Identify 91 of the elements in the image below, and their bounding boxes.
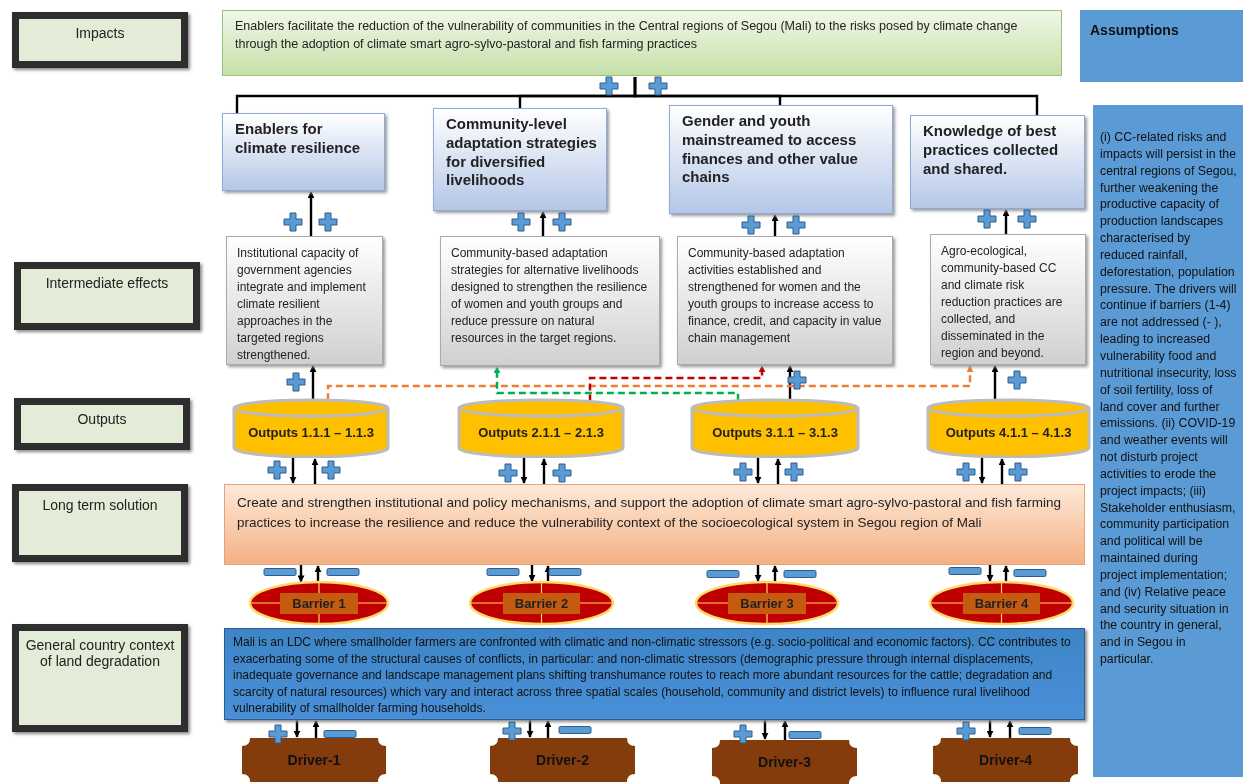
barrier-ellipse: [248, 580, 390, 626]
arrow: [986, 720, 994, 738]
node-text: Agro-ecological, community-based CC and climate risk reduction practices are collected, and disseminated in the region and beyond.: [941, 243, 1064, 363]
assumptions-header: [1080, 10, 1243, 82]
node-text: Community-based adaptation strategies for alternative livelihoods designed to strengthen the resilience of women and youth groups and reduce pressure on natural resources in the target regions.: [451, 245, 649, 348]
node-text: Outputs 3.1.1 – 3.1.3: [712, 424, 838, 440]
arrow: [289, 458, 297, 484]
heading: Assumptions: [1090, 22, 1180, 38]
outcome-box: [433, 108, 607, 211]
node-text: Outputs 1.1.1 – 1.1.3: [248, 424, 374, 440]
arrow: [1002, 565, 1010, 583]
row-label: [14, 262, 200, 330]
effect-box: [677, 236, 893, 365]
arrow: [539, 211, 547, 236]
outcome-box: [669, 105, 893, 214]
node-text: (i) CC-related risks and impacts will persist in the central regions of Segou, further weakening the productive capacity of production landscapes characterised by reduced rainfall, deforestation, population pressure. The drivers will continue if barriers (1-4) are not addressed (- ), leading to increased vulnerability food and nutritional insecurity, loss of soil fertility, loss of land cover and further emissions. (ii) COVID-19 and weather events will not disturb project activities to erode the project impacts; (iii) Stakeholder enthusiasm, community participation and political will be maintained during project implementation; and (iv) Relative peace and security situation in the country in general, and in Segou in particular.: [1100, 129, 1237, 668]
arrow: [314, 565, 322, 582]
arrow: [520, 458, 528, 484]
assumptions-panel: [1093, 105, 1243, 777]
arrow: [526, 720, 534, 738]
arrow: [774, 458, 782, 484]
arrow: [493, 366, 740, 401]
node-text: Barrier 1: [280, 592, 358, 614]
outcome-box: [222, 113, 385, 191]
solution-box: [224, 484, 1085, 565]
arrow: [781, 720, 789, 740]
node-text: Driver-2: [536, 752, 589, 768]
arrow: [978, 458, 986, 484]
effect-box: [226, 236, 383, 365]
node-text: Driver-1: [287, 752, 341, 768]
arrow: [326, 365, 974, 401]
effect-box: [930, 234, 1086, 365]
row-label: [14, 398, 190, 450]
outcome-box: [910, 115, 1085, 209]
output-cylinder: [690, 398, 860, 458]
barrier-ellipse: [928, 580, 1075, 626]
row-title: Impacts: [74, 25, 126, 41]
node-text: Knowledge of best practices collected and shared.: [923, 122, 1060, 179]
arrow: [528, 565, 536, 582]
arrow: [998, 458, 1006, 484]
row-label: [12, 12, 188, 68]
node-text: Driver-4: [979, 752, 1032, 768]
node-text: Create and strengthen institutional and policy mechanisms, and support the adoption of climate smart agro-sylvo-pastoral and fish farming practices to increase the resilience and reduce the vulnerability context of the socioecological system in Segou region of Mali: [237, 494, 1062, 532]
effect-box: [440, 236, 660, 366]
node-text: Driver-3: [758, 754, 811, 770]
row-title: Intermediate effects: [44, 275, 170, 291]
arrow: [544, 720, 552, 738]
arrow: [991, 365, 999, 401]
output-cylinder: [926, 398, 1091, 458]
arrow: [986, 565, 994, 582]
barrier-ellipse: [468, 580, 615, 626]
arrow: [771, 214, 779, 236]
arrow: [312, 720, 320, 738]
arrow: [311, 458, 319, 484]
node-text: Enablers for climate resilience: [235, 120, 362, 158]
row-title: Long term solution: [41, 497, 159, 513]
connector-line: [633, 77, 1039, 115]
row-label: [12, 484, 188, 562]
arrow: [754, 565, 762, 582]
arrow: [786, 365, 794, 401]
driver-box: [490, 738, 635, 782]
row-label: [12, 624, 188, 732]
node-text: Community-level adaptation strategies for diversified livelihoods: [446, 115, 598, 190]
arrow: [309, 365, 317, 400]
barrier-ellipse: [694, 580, 840, 626]
arrow: [761, 720, 769, 740]
arrow: [771, 565, 779, 583]
row-title: Outputs: [76, 411, 128, 427]
node-text: Gender and youth mainstreamed to access finances and other value chains: [682, 112, 859, 187]
output-cylinder: [457, 398, 625, 458]
node-text: Community-based adaptation activities established and strengthened for women and the youth groups to increase access to finance, credit, and capacity in value chain management: [688, 245, 882, 348]
output-cylinder: [232, 398, 390, 458]
node-text: Barrier 3: [728, 592, 806, 614]
arrow: [1002, 209, 1010, 234]
arrow: [1006, 720, 1014, 738]
driver-box: [933, 738, 1078, 782]
arrow: [293, 720, 301, 738]
node-text: Mali is an LDC where smallholder farmers are confronted with climatic and non-climatic stressors (e.g. socio-political and economic factors). CC contributes to exacerbating some of the structural causes of conflicts, in particular: and non-climatic stressors (demographic pressure through internal displacements, inadequate governance and landscape management plans shifting transhumance routes to reach more abundant resources for the cattle; degradation and scarcity of natural resources) which vary and interact across three spatial scales (household, community and district levels) to influence rural livelihood vulnerability of smallholder farming households.: [233, 634, 1072, 717]
node-text: Outputs 4.1.1 – 4.1.3: [945, 424, 1072, 440]
arrow: [540, 458, 548, 484]
node-text: Outputs 2.1.1 – 2.1.3: [478, 424, 604, 440]
node-text: Enablers facilitate the reduction of the vulnerability of communities in the Central regions of Segou (Mali) to the risks posed by climate change through the adoption of climate smart agro-sylvo-pastoral and fish farming practices: [235, 18, 1019, 54]
arrow: [307, 191, 315, 236]
driver-box: [712, 740, 857, 784]
row-title: General country context of land degradation: [24, 637, 176, 669]
driver-box: [242, 738, 386, 782]
node-text: Institutional capacity of government agencies integrate and implement climate resilient approaches in the targeted regions strengthened.: [237, 245, 367, 365]
impact-box: [222, 10, 1062, 76]
arrow: [297, 565, 305, 583]
arrow: [754, 458, 762, 484]
arrow: [588, 365, 766, 402]
